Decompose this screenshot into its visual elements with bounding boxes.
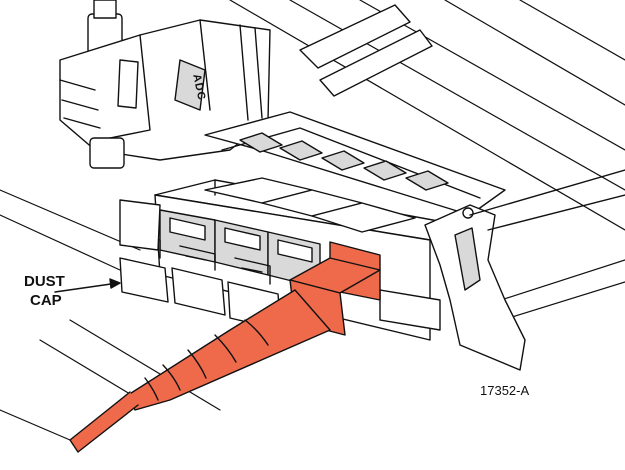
dust-cap-label-line2: CAP [30, 292, 62, 309]
connector-tray [204, 111, 506, 216]
dust-caps [119, 199, 282, 331]
side-latch [379, 169, 625, 371]
latch-bracket [59, 19, 271, 169]
figure-number: 17352-A [480, 383, 530, 398]
connector-ports [159, 209, 321, 289]
fiber-cable [69, 241, 381, 453]
callout-arrow [54, 278, 121, 293]
dust-cap-label-line1: DUST [24, 273, 65, 290]
